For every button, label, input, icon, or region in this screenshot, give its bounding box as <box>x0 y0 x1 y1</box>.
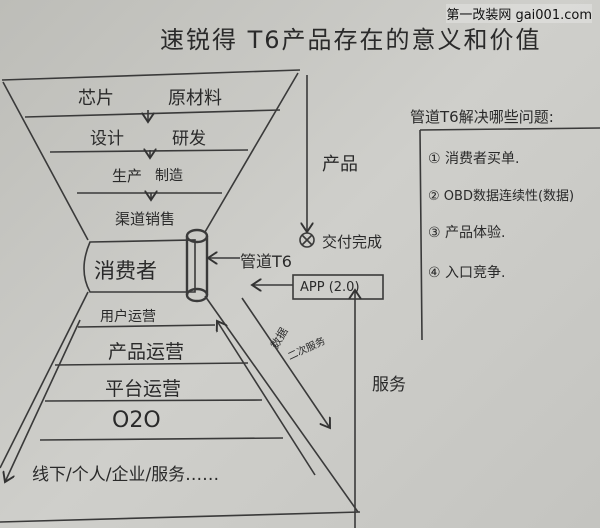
problem-item: ③ 产品体验. <box>428 225 506 241</box>
down-left-arrow <box>5 319 81 482</box>
diagram-title: 速锐得 T6产品存在的意义和价值 <box>160 26 542 54</box>
upper-funnel-top <box>1 69 301 81</box>
layer-divider <box>24 109 281 118</box>
up-arrow <box>217 321 316 476</box>
layer-o2o: O2O <box>112 408 161 433</box>
watermark: 第一改装网 gai001.com <box>446 4 592 23</box>
bottom-line <box>0 511 361 523</box>
lower-funnel-left <box>0 291 89 469</box>
upper-funnel-left <box>2 81 89 241</box>
bottom-segments: 线下/个人/企业/服务…… <box>32 465 220 485</box>
delivery-label: 交付完成 <box>322 233 383 251</box>
layer-divider <box>44 399 263 402</box>
delivery-cross-icon <box>299 232 315 248</box>
layer-divider <box>77 324 216 328</box>
consumer-label: 消费者 <box>94 259 157 283</box>
layer-divider <box>49 149 249 153</box>
problem-item: ① 消费者买单. <box>428 151 520 167</box>
problem-item: ④ 入口竞争. <box>428 265 506 281</box>
layer-divider <box>54 362 249 366</box>
pipe-t6-label: 管道T6 <box>240 252 292 271</box>
product-label: 产品 <box>322 154 358 175</box>
layer-raw-material: 原材料 <box>168 88 222 109</box>
layer-platform-ops: 平台运营 <box>105 378 182 400</box>
problems-box <box>419 127 600 341</box>
layer-production: 生产 <box>112 167 143 185</box>
layer-chip: 芯片 <box>78 88 114 109</box>
app-label: APP (2.0) <box>300 280 360 295</box>
layer-user-ops: 用户运营 <box>100 309 156 325</box>
consumer-capsule <box>83 239 196 293</box>
upper-funnel-right <box>204 72 299 233</box>
pipe-t6-cylinder <box>185 228 209 303</box>
layer-design: 设计 <box>90 129 124 149</box>
layer-divider <box>39 437 284 441</box>
problems-heading: 管道T6解决哪些问题: <box>410 108 554 126</box>
lower-funnel-right <box>204 295 359 513</box>
layer-manufacturing: 制造 <box>155 168 183 184</box>
layer-rnd: 研发 <box>172 129 206 149</box>
app-box <box>292 274 384 300</box>
data-arrow <box>241 297 330 428</box>
problem-item: ② OBD数据连续性(数据) <box>428 189 575 204</box>
service-label: 服务 <box>372 375 406 395</box>
layer-product-ops: 产品运营 <box>108 341 185 363</box>
layer-channel-sales: 渠道销售 <box>115 210 176 228</box>
